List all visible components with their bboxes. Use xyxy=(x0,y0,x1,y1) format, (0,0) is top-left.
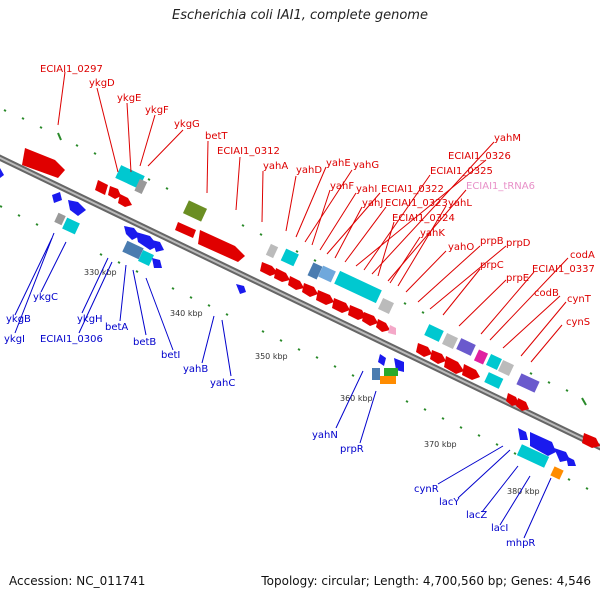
gene-label: ykgH xyxy=(77,314,103,325)
tick-labels: 330 kbp 340 kbp 350 kbp 360 kbp 370 kbp … xyxy=(84,268,540,496)
gene-label: lacY xyxy=(439,497,460,508)
gene-label: ECIAI1_0312 xyxy=(217,146,280,157)
gene-label: yahD xyxy=(296,165,322,176)
gene-label: codB xyxy=(534,288,559,299)
forward-leaders xyxy=(57,71,569,363)
forward-genes xyxy=(22,148,600,448)
forward-gene-labels: ECIAI1_0297 ykgD ykgE ykgF ykgG betT ECI… xyxy=(40,64,595,328)
gene-label: prpB xyxy=(480,236,504,247)
gene-label: yahK xyxy=(420,228,445,239)
gene-label: ECIAI1_0306 xyxy=(40,334,103,345)
gene-label: prpC xyxy=(480,260,504,271)
gene-label: cynR xyxy=(414,484,439,495)
gene-label: ykgC xyxy=(33,292,58,303)
gene-label: yahN xyxy=(312,430,338,441)
gene-label: prpE xyxy=(506,273,529,284)
genome-backbone xyxy=(0,154,600,451)
tick-label: 380 kbp xyxy=(507,487,540,496)
reverse-genes xyxy=(0,168,576,480)
tick-label: 340 kbp xyxy=(170,309,203,318)
gene-label: betT xyxy=(205,131,228,142)
tick-label: 350 kbp xyxy=(255,352,288,361)
gene-label: yahO xyxy=(448,242,474,253)
reverse-gene-labels: ykgB ykgI ykgC ykgH ECIAI1_0306 betA bet… xyxy=(4,292,535,549)
gene-label: ykgG xyxy=(174,119,200,130)
gene-label: betB xyxy=(133,337,156,348)
gene-label: cynT xyxy=(567,294,592,305)
gene-label: lacZ xyxy=(466,510,487,521)
gene-label: prpR xyxy=(340,444,364,455)
gene-label: ECIAI1_0326 xyxy=(448,151,511,162)
gene-label: ykgI xyxy=(4,334,25,345)
gene-label: mhpR xyxy=(506,538,535,549)
gene-label: betI xyxy=(161,350,180,361)
gene-label: ECIAI1_0337 xyxy=(532,264,595,275)
gene-label: yahJ xyxy=(362,198,383,209)
gene-label: yahI xyxy=(356,184,377,195)
gene-label: lacI xyxy=(491,523,508,534)
gene-label: ECIAI1_0297 xyxy=(40,64,103,75)
accession-text: Accession: NC_011741 xyxy=(9,574,146,588)
tick-label: 360 kbp xyxy=(340,394,373,403)
gene-label: ECIAI1_0324 xyxy=(392,213,455,224)
gene-label: ykgE xyxy=(117,93,141,104)
gene-label: yahB xyxy=(183,364,208,375)
gene-label: ECIAI1_0322 xyxy=(381,184,444,195)
gene-label: yahA xyxy=(263,161,288,172)
tick-label: 330 kbp xyxy=(84,268,117,277)
gene-label: cynS xyxy=(566,317,590,328)
gene-label: yahG xyxy=(353,160,379,171)
gene-label: ykgF xyxy=(145,105,169,116)
gene-label: yahM xyxy=(494,133,521,144)
gene-label: yahC xyxy=(210,378,235,389)
tick-label: 370 kbp xyxy=(424,440,457,449)
gene-label: betA xyxy=(105,322,128,333)
gene-label: ECIAI1_0323 xyxy=(385,198,448,209)
gene-label: prpD xyxy=(506,238,531,249)
gene-label: ykgB xyxy=(6,314,31,325)
tick-track-upper xyxy=(3,109,587,406)
gene-label: ECIAI1_tRNA6 xyxy=(466,181,535,192)
gene-label: yahE xyxy=(326,158,351,169)
gene-label: yahF xyxy=(330,181,354,192)
gene-label: ykgD xyxy=(89,78,115,89)
gene-label: yahL xyxy=(448,198,472,209)
genome-info-text: Topology: circular; Length: 4,700,560 bp… xyxy=(261,574,591,588)
tick-track-lower xyxy=(0,205,589,490)
page-title: Escherichia coli IAI1, complete genome xyxy=(172,8,428,23)
reverse-leaders xyxy=(14,232,552,539)
gene-label: codA xyxy=(570,250,595,261)
gene-label: ECIAI1_0325 xyxy=(430,166,493,177)
